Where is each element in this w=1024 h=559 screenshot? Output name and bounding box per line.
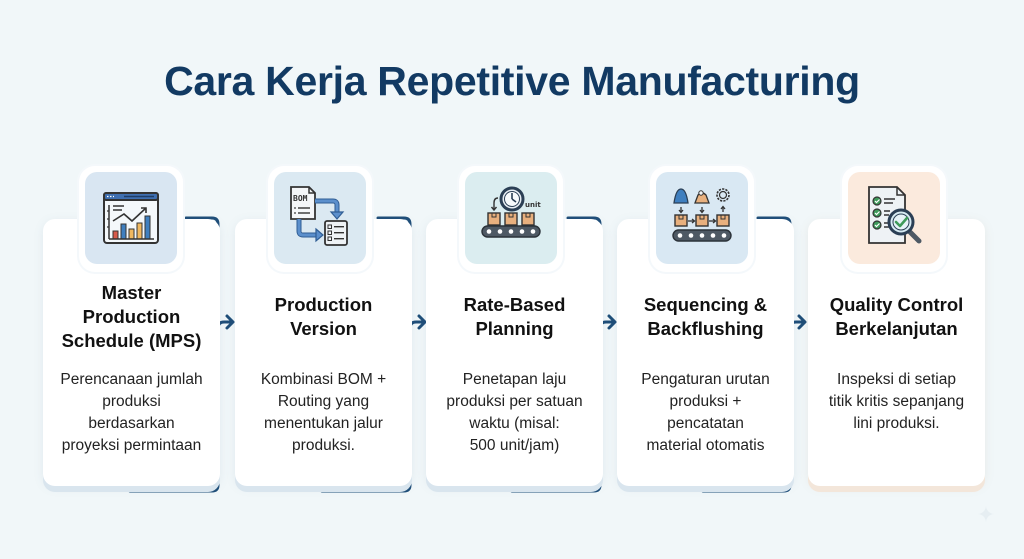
arrowhead-1-2 (225, 314, 235, 330)
step-title: Production Version (274, 294, 373, 339)
step-icon-production-version: BOM (268, 166, 372, 272)
step-title: Sequencing & Backflushing (643, 294, 768, 339)
step-title: Rate-Based Planning (463, 294, 566, 339)
step-title: Quality Control Berkelanjutan (829, 294, 964, 339)
step-card-rate-based-planning: Rate-Based Planning Penetapan laju produ… (426, 219, 603, 486)
step-icon-rate-based-planning: unit (459, 166, 563, 272)
checklist-magnifier-icon (868, 186, 922, 244)
sparkle-icon: ✦ (976, 502, 996, 527)
step-description: Pengaturan urutan produksi + pencatatan … (641, 371, 770, 454)
step-title: Master Production Schedule (MPS) (61, 282, 202, 351)
unit-label: unit (525, 201, 541, 209)
arrowhead-4-5 (797, 314, 807, 330)
step-description: Inspeksi di setiap titik kritis sepanjan… (828, 371, 965, 432)
step-icon-quality-control (842, 166, 946, 272)
conveyor-clock-icon: unit (481, 186, 541, 238)
arrowhead-3-4 (607, 314, 617, 330)
step-icon-mps (79, 166, 183, 272)
chart-dashboard-icon (103, 192, 159, 244)
bom-label: BOM (293, 194, 308, 203)
arrowhead-2-3 (417, 314, 427, 330)
bom-routing-icon: BOM (290, 186, 348, 246)
step-description: Perencanaan jumlah produksi berdasarkan … (60, 371, 203, 454)
step-card-quality-control: Quality Control Berkelanjutan Inspeksi d… (808, 219, 985, 486)
step-icon-sequencing-backflushing (650, 166, 754, 272)
conveyor-sequence-icon (672, 188, 732, 242)
step-description: Kombinasi BOM + Routing yang menentukan … (260, 371, 387, 454)
step-card-production-version: Production Version Kombinasi BOM + Routi… (235, 219, 412, 486)
step-description: Penetapan laju produksi per satuan waktu… (446, 371, 583, 454)
page-title: Cara Kerja Repetitive Manufacturing (164, 58, 860, 104)
